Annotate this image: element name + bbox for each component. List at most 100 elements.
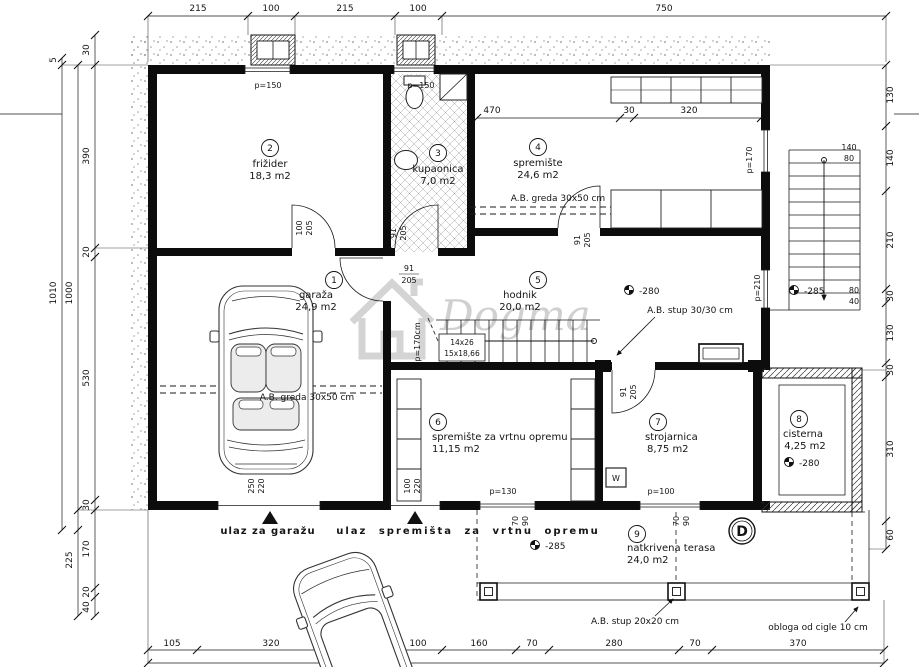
shelves-room4 bbox=[610, 76, 763, 229]
boiler bbox=[605, 467, 627, 488]
shelves-room6 bbox=[396, 378, 596, 502]
stair-spec: 14x26 bbox=[450, 338, 474, 347]
parapet-label: p=210 bbox=[753, 274, 762, 301]
svg-text:7,0 m2: 7,0 m2 bbox=[420, 176, 455, 187]
door-size: 205 bbox=[401, 276, 416, 285]
window-size: 70 bbox=[672, 516, 681, 526]
svg-text:6: 6 bbox=[435, 418, 441, 428]
boiler-label: W bbox=[612, 474, 620, 483]
door-size: 91 bbox=[619, 387, 628, 397]
dim-label: 320 bbox=[262, 639, 279, 649]
dim-label: 100 bbox=[409, 639, 426, 649]
dim-label: 470 bbox=[483, 106, 500, 116]
utility-fixtures: W bbox=[605, 343, 744, 488]
svg-text:spremište za vrtnu opremu: spremište za vrtnu opremu bbox=[432, 431, 568, 443]
door-size: 205 bbox=[305, 220, 314, 235]
room-label-kupaonica: 3 kupaonica 7,0 m2 bbox=[412, 144, 464, 187]
watermark-text: Dogma bbox=[439, 291, 591, 340]
dim-label: 20 bbox=[82, 246, 92, 258]
dim-label: 60 bbox=[886, 529, 896, 541]
dim-label: 30 bbox=[82, 499, 92, 511]
svg-text:3: 3 bbox=[435, 149, 441, 159]
parapet-label: p=100 bbox=[647, 487, 674, 496]
door-size: 250 bbox=[247, 478, 256, 493]
entrance-label: ulaz spremišta za vrtnu opremu bbox=[336, 525, 600, 537]
door-size: 100 bbox=[403, 478, 412, 493]
dim-label: 215 bbox=[336, 4, 353, 14]
terrain-hatch bbox=[130, 35, 770, 510]
dim-label: 1000 bbox=[65, 281, 75, 304]
door-size: 91 bbox=[389, 228, 398, 238]
dim-label: 370 bbox=[789, 639, 806, 649]
svg-text:strojarnica: strojarnica bbox=[645, 432, 698, 443]
parapet-label: p=130 bbox=[489, 487, 516, 496]
window-size: 90 bbox=[521, 516, 530, 526]
dim-label: 105 bbox=[163, 639, 180, 649]
dim-label: 140 bbox=[886, 149, 896, 166]
dim-label: 160 bbox=[470, 639, 487, 649]
door-size: 205 bbox=[399, 225, 408, 240]
column-label: A.B. stup 30/30 cm bbox=[647, 306, 733, 316]
svg-text:8: 8 bbox=[796, 415, 802, 425]
parapet-label: p=170cm bbox=[413, 322, 422, 361]
terrace-columns bbox=[479, 582, 870, 601]
watermark: Dogma bbox=[349, 278, 591, 360]
exterior-stairs bbox=[770, 149, 861, 311]
dim-label: 20 bbox=[82, 586, 92, 598]
svg-text:frižider: frižider bbox=[252, 158, 288, 170]
window-size: 90 bbox=[682, 516, 691, 526]
svg-text:9: 9 bbox=[634, 530, 640, 540]
dim-label: 30 bbox=[623, 106, 635, 116]
cladding-label: obloga od cigle 10 cm bbox=[768, 623, 867, 633]
parapet-label: p=150 bbox=[254, 81, 281, 90]
dim-label: 310 bbox=[886, 440, 896, 457]
parapet-label: p=150 bbox=[407, 81, 434, 90]
room-label-terasa: 9 natkrivena terasa 24,0 m2 bbox=[627, 525, 715, 566]
dimension-lines bbox=[0, 11, 919, 667]
svg-text:8,75 m2: 8,75 m2 bbox=[647, 444, 689, 455]
svg-text:4: 4 bbox=[535, 143, 541, 153]
elevation-label: -285 bbox=[545, 542, 565, 552]
car-top-view-garage bbox=[209, 285, 323, 475]
door-swings bbox=[291, 185, 656, 414]
concrete-column bbox=[595, 360, 611, 372]
shaft-box bbox=[698, 343, 744, 364]
room-labels: 1 garaža 24,9 m2 2 frižider 18,3 m2 3 ku… bbox=[249, 138, 826, 566]
svg-text:20,0 m2: 20,0 m2 bbox=[499, 302, 541, 313]
room-label-garaza: 1 garaža 24,9 m2 bbox=[295, 271, 343, 313]
elevation-label: -285 bbox=[804, 287, 824, 297]
door-size: 91 bbox=[573, 235, 582, 245]
svg-text:kupaonica: kupaonica bbox=[412, 164, 463, 175]
beam-label: A.B. greda 30x50 cm bbox=[511, 194, 605, 204]
sink bbox=[394, 150, 418, 170]
dim-label: 100 bbox=[409, 4, 426, 14]
room-label-vrtna-oprema: 6 spremište za vrtnu opremu 11,15 m2 bbox=[429, 413, 568, 455]
stair-spec: 15x18,66 bbox=[444, 349, 480, 358]
elevation-label: -280 bbox=[639, 287, 660, 297]
dim-label: 30 bbox=[886, 364, 896, 376]
svg-text:11,15 m2: 11,15 m2 bbox=[432, 444, 480, 455]
dim-label: 5 bbox=[49, 57, 59, 63]
column-label: A.B. stup 20x20 cm bbox=[591, 617, 679, 627]
dim-label: 30 bbox=[82, 44, 92, 56]
dim-label: 170 bbox=[82, 540, 92, 557]
dim-label: 280 bbox=[605, 639, 622, 649]
door-size: 220 bbox=[257, 478, 266, 493]
dim-label: 70 bbox=[526, 639, 538, 649]
dim-label: 390 bbox=[82, 147, 92, 164]
svg-text:18,3 m2: 18,3 m2 bbox=[249, 171, 291, 182]
svg-text:spremište: spremište bbox=[513, 157, 562, 169]
svg-text:24,0 m2: 24,0 m2 bbox=[627, 555, 669, 566]
vent-shafts bbox=[250, 34, 436, 66]
svg-text:cisterna: cisterna bbox=[783, 429, 823, 440]
dim-label: 130 bbox=[886, 324, 896, 341]
window-size: 70 bbox=[511, 516, 520, 526]
hodnik-door-size: 91 205 bbox=[399, 264, 419, 285]
door-size: 91 bbox=[404, 264, 414, 273]
concrete-column bbox=[748, 360, 764, 372]
opening-size-labels: 100 205 91 205 91 205 91 205 91 205 250 … bbox=[247, 81, 762, 526]
window-size: 80 bbox=[844, 154, 854, 163]
window-size: 140 bbox=[841, 143, 856, 152]
